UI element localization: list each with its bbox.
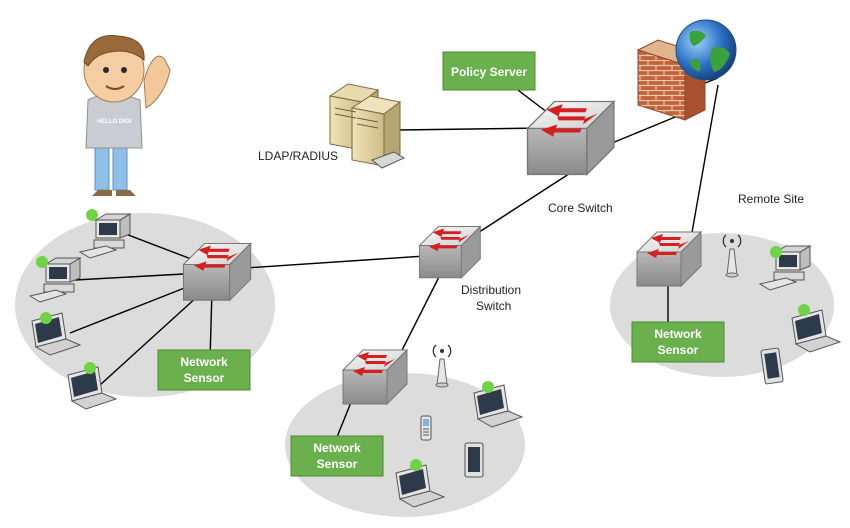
ldap-radius-label: LDAP/RADIUS bbox=[258, 149, 338, 163]
mascot-character-icon: HELLO DIGI bbox=[83, 35, 171, 196]
ldap-radius-server-icon bbox=[328, 83, 406, 169]
bottom-laptop-2-status-dot bbox=[410, 459, 422, 471]
remote-site-label: Remote Site bbox=[738, 192, 804, 206]
left-laptop-2-status-dot bbox=[84, 362, 96, 374]
remote-sensor-label-line1: Network bbox=[654, 327, 702, 341]
left-network-sensor-box: Network Sensor bbox=[157, 349, 251, 391]
bottom-network-sensor-box: Network Sensor bbox=[290, 435, 384, 477]
remote-desktop-status-dot bbox=[770, 246, 782, 258]
bottom-sensor-label-line1: Network bbox=[313, 441, 361, 455]
distribution-switch-label-line2: Switch bbox=[476, 299, 511, 313]
remote-sensor-label-line2: Sensor bbox=[658, 343, 699, 357]
left-desktop-1-status-dot bbox=[86, 209, 98, 221]
remote-network-sensor-box: Network Sensor bbox=[631, 321, 725, 363]
distribution-switch-label-line1: Distribution bbox=[461, 283, 521, 297]
status-dots bbox=[36, 209, 810, 471]
bottom-sensor-label-line2: Sensor bbox=[317, 457, 358, 471]
core-switch-icon bbox=[526, 100, 615, 176]
left-sensor-label-line2: Sensor bbox=[184, 371, 225, 385]
remote-laptop-icon bbox=[791, 309, 841, 353]
distribution-switch-icon bbox=[419, 226, 481, 279]
left-laptop-1-status-dot bbox=[40, 312, 52, 324]
bottom-laptop-1-status-dot bbox=[482, 381, 494, 393]
policy-server-label: Policy Server bbox=[451, 65, 527, 79]
bottom-tablet-icon bbox=[464, 442, 484, 478]
core-switch-label: Core Switch bbox=[548, 201, 613, 215]
remote-laptop-status-dot bbox=[798, 304, 810, 316]
internet-globe-icon bbox=[675, 19, 737, 81]
left-sensor-label-line1: Network bbox=[180, 355, 228, 369]
mascot-shirt-text: HELLO DIGI bbox=[97, 119, 132, 125]
bottom-zone bbox=[285, 373, 525, 517]
left-desktop-2-status-dot bbox=[36, 256, 48, 268]
bottom-phone-icon bbox=[420, 415, 432, 441]
policy-server-box: Policy Server bbox=[442, 51, 536, 91]
